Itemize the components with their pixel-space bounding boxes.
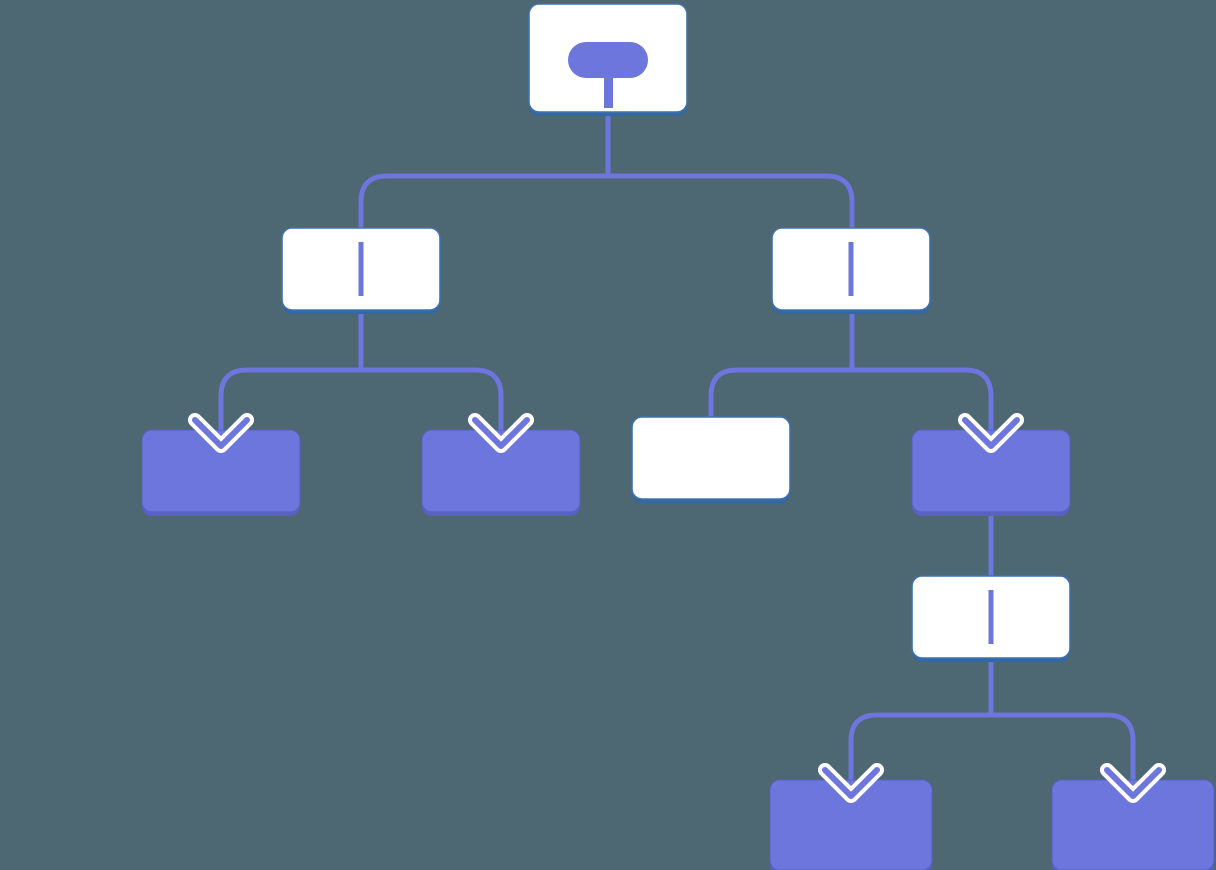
arrowhead-layer bbox=[188, 413, 1166, 803]
arrowhead-fill bbox=[1104, 767, 1162, 799]
through-line-layer bbox=[358, 242, 994, 644]
pill-stem bbox=[604, 70, 613, 108]
arrowhead-fill bbox=[822, 767, 880, 799]
level2-node-a[interactable] bbox=[141, 429, 301, 513]
arrowhead-icon bbox=[818, 763, 884, 803]
edge-level1-right-to-node-d bbox=[852, 367, 994, 430]
level4-node-right[interactable] bbox=[1051, 779, 1215, 870]
edge-level1-left-to-node-b bbox=[361, 367, 504, 430]
node-layer bbox=[141, 3, 1215, 870]
edge-level3-to-level4-left bbox=[848, 712, 991, 780]
arrowhead-fill bbox=[192, 417, 250, 449]
arrowhead-fill bbox=[472, 417, 530, 449]
arrowhead-fill bbox=[962, 417, 1020, 449]
edge-level1-right-to-node-c bbox=[708, 367, 852, 417]
edge-level1-left-to-node-a bbox=[218, 367, 361, 430]
edge-root-to-level1-left bbox=[358, 173, 608, 228]
arrowhead-icon bbox=[468, 413, 534, 453]
level2-node-c[interactable] bbox=[631, 416, 791, 500]
arrowhead-icon bbox=[188, 413, 254, 453]
arrowhead-icon bbox=[1100, 763, 1166, 803]
level2-node-b[interactable] bbox=[421, 429, 581, 513]
pill-stem-icon bbox=[568, 42, 648, 108]
edge-layer bbox=[218, 112, 1136, 780]
level4-node-left[interactable] bbox=[769, 779, 933, 870]
arrowhead-icon bbox=[958, 413, 1024, 453]
node-icon-layer bbox=[568, 42, 648, 108]
pill-head bbox=[568, 42, 648, 78]
level2-node-d[interactable] bbox=[911, 429, 1071, 513]
edge-root-to-level1-right bbox=[608, 173, 855, 228]
edge-level3-to-level4-right bbox=[991, 712, 1136, 780]
